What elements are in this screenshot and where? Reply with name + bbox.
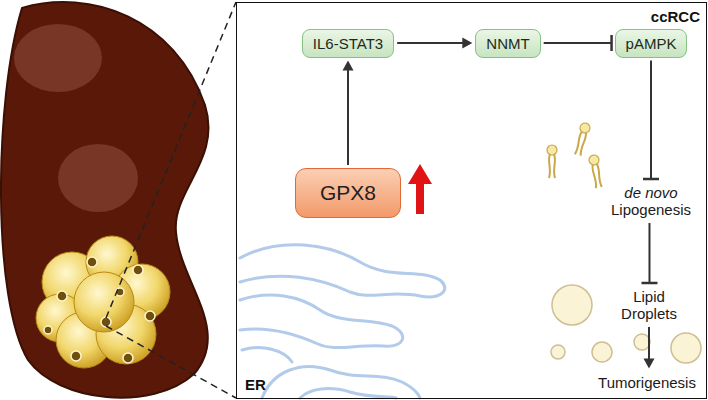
protein-box: GPX8	[295, 168, 401, 218]
activation-connector	[397, 38, 472, 49]
zoom-panel: ccRCC ER IL6-STAT3 NNMT pAMPK GPX8 de novoLipo…	[236, 2, 707, 399]
increase-arrow	[408, 164, 432, 214]
zoom-line	[106, 2, 236, 318]
node-text: Lipogenesis	[611, 201, 691, 218]
er-membrane	[240, 245, 445, 398]
kidney-lobe	[58, 144, 138, 212]
lipid-droplet	[551, 285, 701, 363]
node-text: GPX8	[320, 181, 376, 205]
activation-connector	[644, 327, 655, 369]
panel-title: ccRCC	[651, 8, 700, 25]
process-label: Lipid Droplets	[606, 286, 692, 324]
inhibition-connector	[544, 35, 612, 51]
tumor-dot	[44, 257, 155, 363]
node-text: IL6-STAT3	[313, 35, 383, 52]
zoom-line	[106, 326, 236, 398]
node-text: Lipid Droplets	[610, 288, 688, 322]
node-text: NNMT	[486, 35, 529, 52]
inhibition-connector	[641, 223, 657, 283]
lipid-molecule	[547, 122, 604, 189]
pathway-box: IL6-STAT3	[302, 29, 394, 58]
node-text: Tumorigenesis	[598, 374, 696, 391]
kidney	[1, 2, 209, 398]
pathway-box: pAMPK	[615, 29, 688, 58]
process-label: de novoLipogenesis	[607, 182, 695, 220]
process-label: Tumorigenesis	[594, 372, 700, 393]
activation-connector	[343, 61, 354, 166]
inhibition-connector	[643, 61, 659, 180]
pathway-box: NNMT	[475, 29, 540, 58]
node-text: pAMPK	[626, 35, 677, 52]
tumor	[36, 236, 170, 368]
kidney-lobe	[14, 24, 102, 92]
organelle-label: ER	[245, 376, 266, 393]
node-text: de novo	[611, 184, 691, 201]
